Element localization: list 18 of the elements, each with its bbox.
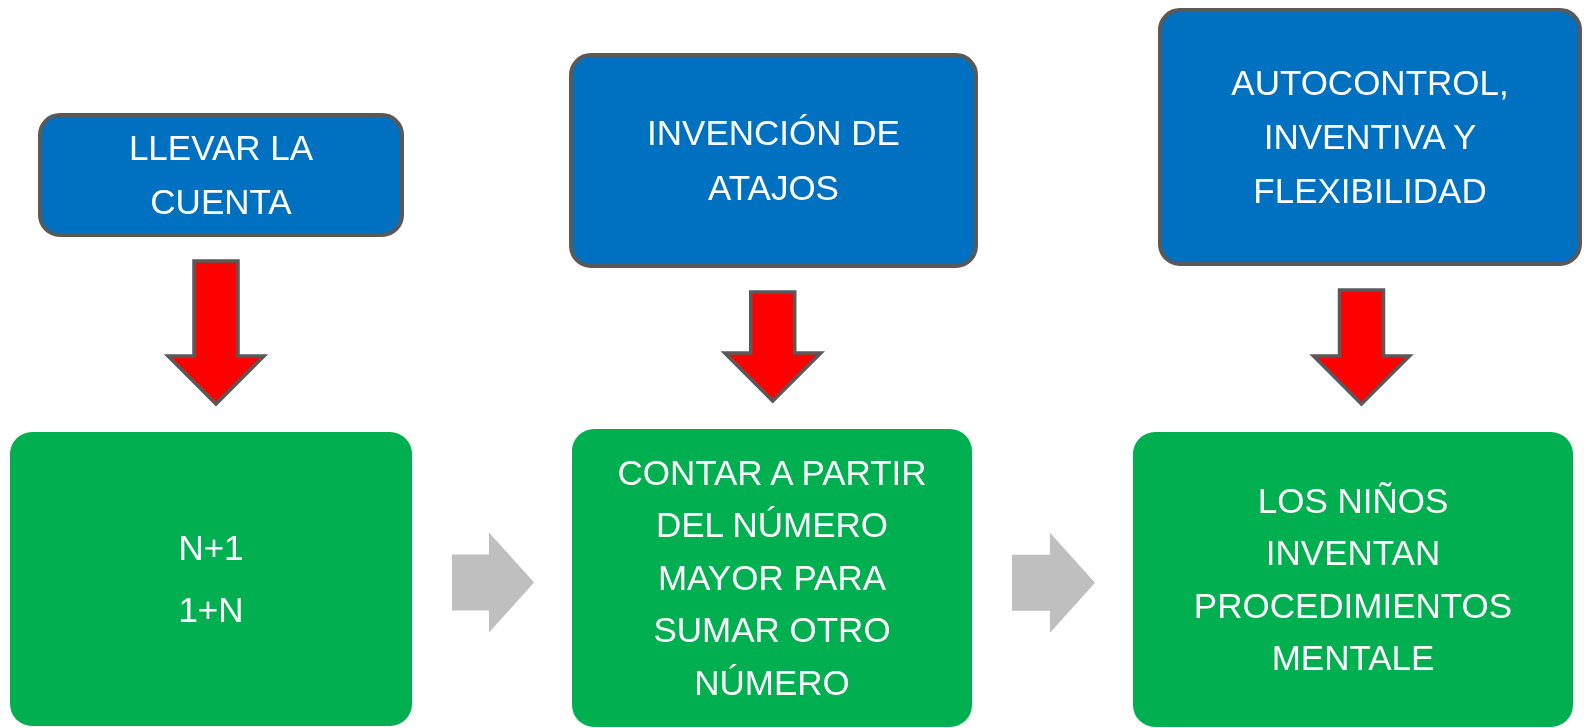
process-box	[569, 53, 978, 268]
block-arrow	[720, 290, 825, 404]
process-box	[38, 113, 404, 237]
node-text: LOS NIÑOS INVENTAN PROCEDIMIENTOS MENTALE	[1192, 479, 1514, 679]
process-box	[1133, 432, 1573, 727]
block-arrow	[1012, 532, 1095, 633]
block-arrow	[163, 259, 269, 407]
node-text: INVENCIÓN DE ATAJOS	[646, 112, 901, 209]
process-box	[10, 432, 412, 726]
node-text: AUTOCONTROL, INVENTIVA Y FLEXIBILIDAD	[1230, 61, 1510, 213]
process-box	[572, 429, 972, 727]
node-text: 1+N	[178, 589, 244, 631]
process-box	[1158, 8, 1582, 266]
node-text: CONTAR A PARTIR DEL NÚMERO MAYOR PARA SUMAR OTRO NÚMERO	[616, 451, 928, 704]
block-arrow	[1309, 288, 1414, 407]
node-text: LLEVAR LA CUENTA	[127, 126, 315, 223]
node-text: N+1	[178, 526, 244, 569]
block-arrow	[452, 532, 534, 633]
